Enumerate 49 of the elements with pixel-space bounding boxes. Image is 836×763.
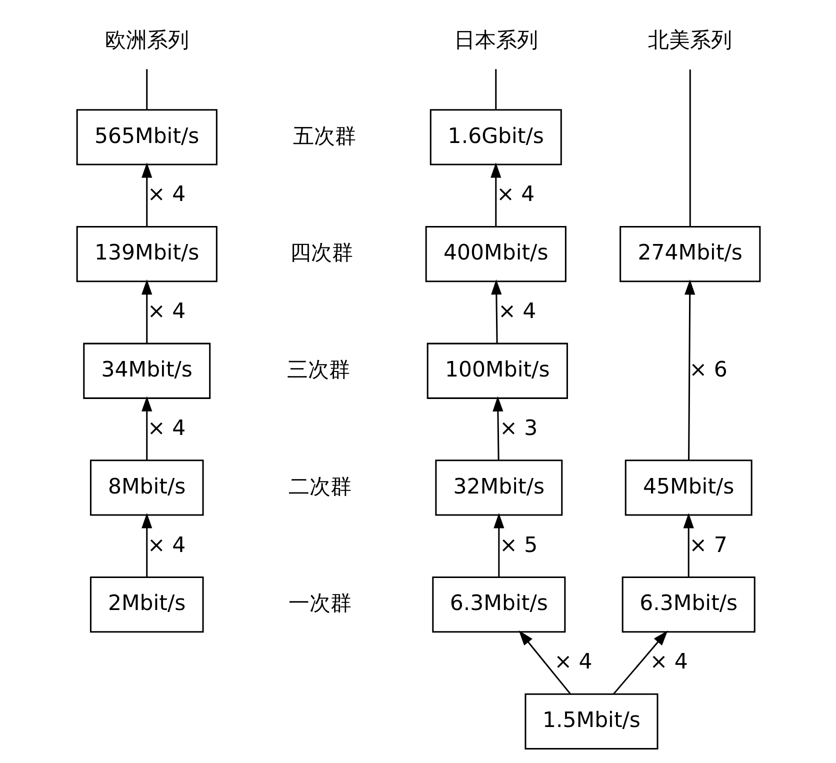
edge-label: × 6 <box>688 357 727 382</box>
edge-label: × 4 <box>147 532 186 558</box>
arrow <box>682 513 694 578</box>
connector <box>688 70 690 226</box>
node-box: 6.3Mbit/s <box>432 576 566 633</box>
edge-label: × 4 <box>554 650 592 675</box>
edge-label: × 4 <box>649 650 688 675</box>
connector <box>146 69 148 110</box>
edge-label: × 3 <box>499 416 538 441</box>
arrow <box>612 630 668 695</box>
node-box: 565Mbit/s <box>76 109 217 166</box>
node-label: 五次群 <box>292 124 356 149</box>
node-box: 1.6Gbit/s <box>429 109 562 166</box>
arrow <box>141 396 152 460</box>
node-box: 34Mbit/s <box>82 342 210 399</box>
node-text: 欧洲系列 <box>104 28 188 54</box>
arrow <box>141 162 152 227</box>
node-box: 274Mbit/s <box>619 226 760 282</box>
node-box: 6.3Mbit/s <box>621 576 755 633</box>
arrow <box>490 279 502 344</box>
node-box: 32Mbit/s <box>434 460 562 516</box>
node-label: 四次群 <box>289 240 352 266</box>
node-box: 400Mbit/s <box>424 226 566 282</box>
arrow <box>492 396 503 460</box>
arrow <box>490 162 501 227</box>
edge-label: × 4 <box>147 182 186 208</box>
node-text: 日本系列 <box>453 28 538 54</box>
node-label: 三次群 <box>286 357 350 382</box>
edge-label: × 4 <box>496 182 534 208</box>
arrow <box>141 513 152 578</box>
node-label: 二次群 <box>288 474 351 500</box>
edge-label: × 4 <box>147 299 186 324</box>
node-box: 2Mbit/s <box>89 576 204 633</box>
edge-label: × 4 <box>147 416 186 441</box>
edge-label: × 7 <box>688 532 727 558</box>
node-box: 139Mbit/s <box>76 226 217 282</box>
edge-label: × 4 <box>498 299 536 324</box>
arrow <box>141 279 152 344</box>
node-text: 北美系列 <box>648 28 732 54</box>
node-box: 1.5Mbit/s <box>524 693 658 750</box>
arrow <box>684 280 695 460</box>
node-box: 8Mbit/s <box>89 460 204 516</box>
node-label: 一次群 <box>288 591 351 616</box>
edge-label: × 5 <box>499 532 538 558</box>
arrow <box>518 630 571 695</box>
node-box: 45Mbit/s <box>624 460 752 516</box>
arrow <box>493 513 504 578</box>
connector <box>494 69 496 110</box>
node-box: 100Mbit/s <box>426 342 568 399</box>
